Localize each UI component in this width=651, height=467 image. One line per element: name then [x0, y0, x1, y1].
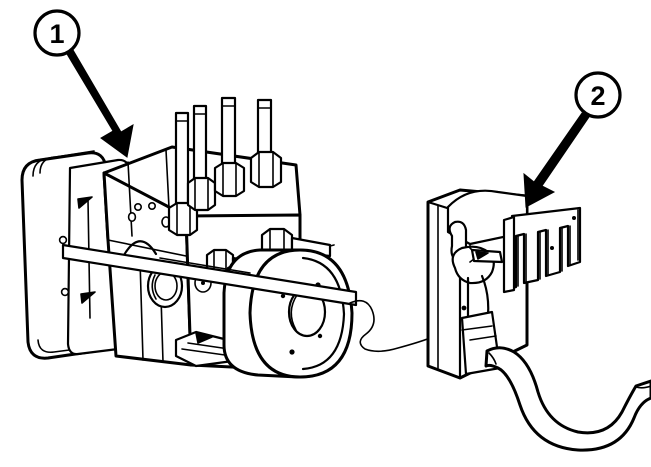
vertical-port-tubes: [167, 96, 283, 237]
cover-hole-upper: [58, 235, 68, 245]
hydraulic-modulator-assembly: [20, 96, 358, 379]
block-bolt-hole-1: [134, 203, 143, 212]
block-bolt-hole-4: [127, 212, 137, 223]
port-tube-1: [167, 111, 199, 237]
port-tube-2: [186, 104, 217, 212]
callout-2-leader: [523, 112, 590, 208]
cylindrical-pump-motor: [222, 248, 354, 379]
callout-1-label: 1: [49, 19, 64, 49]
flat-ribbon-band: [61, 243, 358, 307]
cover-hole-lower: [60, 287, 70, 297]
callout-1-leader: [66, 49, 134, 158]
callout-2[interactable]: 2: [523, 71, 622, 208]
connector-body: [448, 220, 504, 376]
port-tube-3: [213, 96, 246, 198]
callout-1[interactable]: 1: [33, 9, 134, 158]
block-bolt-hole-2: [148, 202, 157, 211]
port-tube-4: [249, 98, 283, 189]
control-module-connector: [426, 188, 651, 452]
callout-2-circle[interactable]: [574, 71, 622, 119]
ribbed-keyway-fins: [502, 206, 582, 294]
thin-wire-link: [349, 299, 431, 353]
callout-1-circle[interactable]: [33, 9, 81, 57]
callout-2-label: 2: [590, 81, 605, 111]
